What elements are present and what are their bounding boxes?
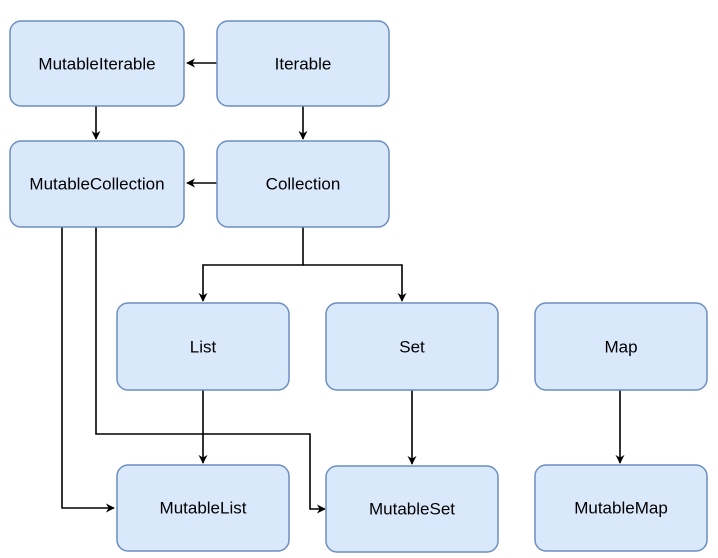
node-label: Set	[399, 338, 425, 357]
edges	[61, 58, 625, 514]
node-label: MutableIterable	[38, 55, 155, 74]
node-mutable-set: MutableSet	[325, 465, 499, 553]
node-label: MutableSet	[369, 500, 455, 519]
node-label: List	[190, 338, 217, 357]
node-map: Map	[534, 302, 708, 391]
node-set: Set	[325, 302, 499, 391]
edge-collection-to-list	[198, 227, 304, 302]
node-label: MutableMap	[574, 499, 668, 518]
node-iterable: Iterable	[216, 20, 390, 107]
edge-collection-to-set	[303, 264, 407, 302]
node-mutable-map: MutableMap	[534, 464, 708, 552]
node-label: Collection	[266, 175, 341, 194]
edge-mutable-collection-to-mutable-list	[61, 227, 115, 513]
node-collection: Collection	[216, 140, 390, 228]
node-label: Map	[604, 338, 637, 357]
node-mutable-iterable: MutableIterable	[9, 20, 185, 107]
node-list: List	[116, 302, 290, 391]
node-label: Iterable	[275, 55, 332, 74]
node-mutable-collection: MutableCollection	[9, 140, 185, 228]
node-label: MutableList	[160, 499, 247, 518]
node-mutable-list: MutableList	[116, 464, 290, 552]
edge-mutable-collection-to-mutable-set	[95, 227, 326, 514]
node-label: MutableCollection	[29, 175, 164, 194]
